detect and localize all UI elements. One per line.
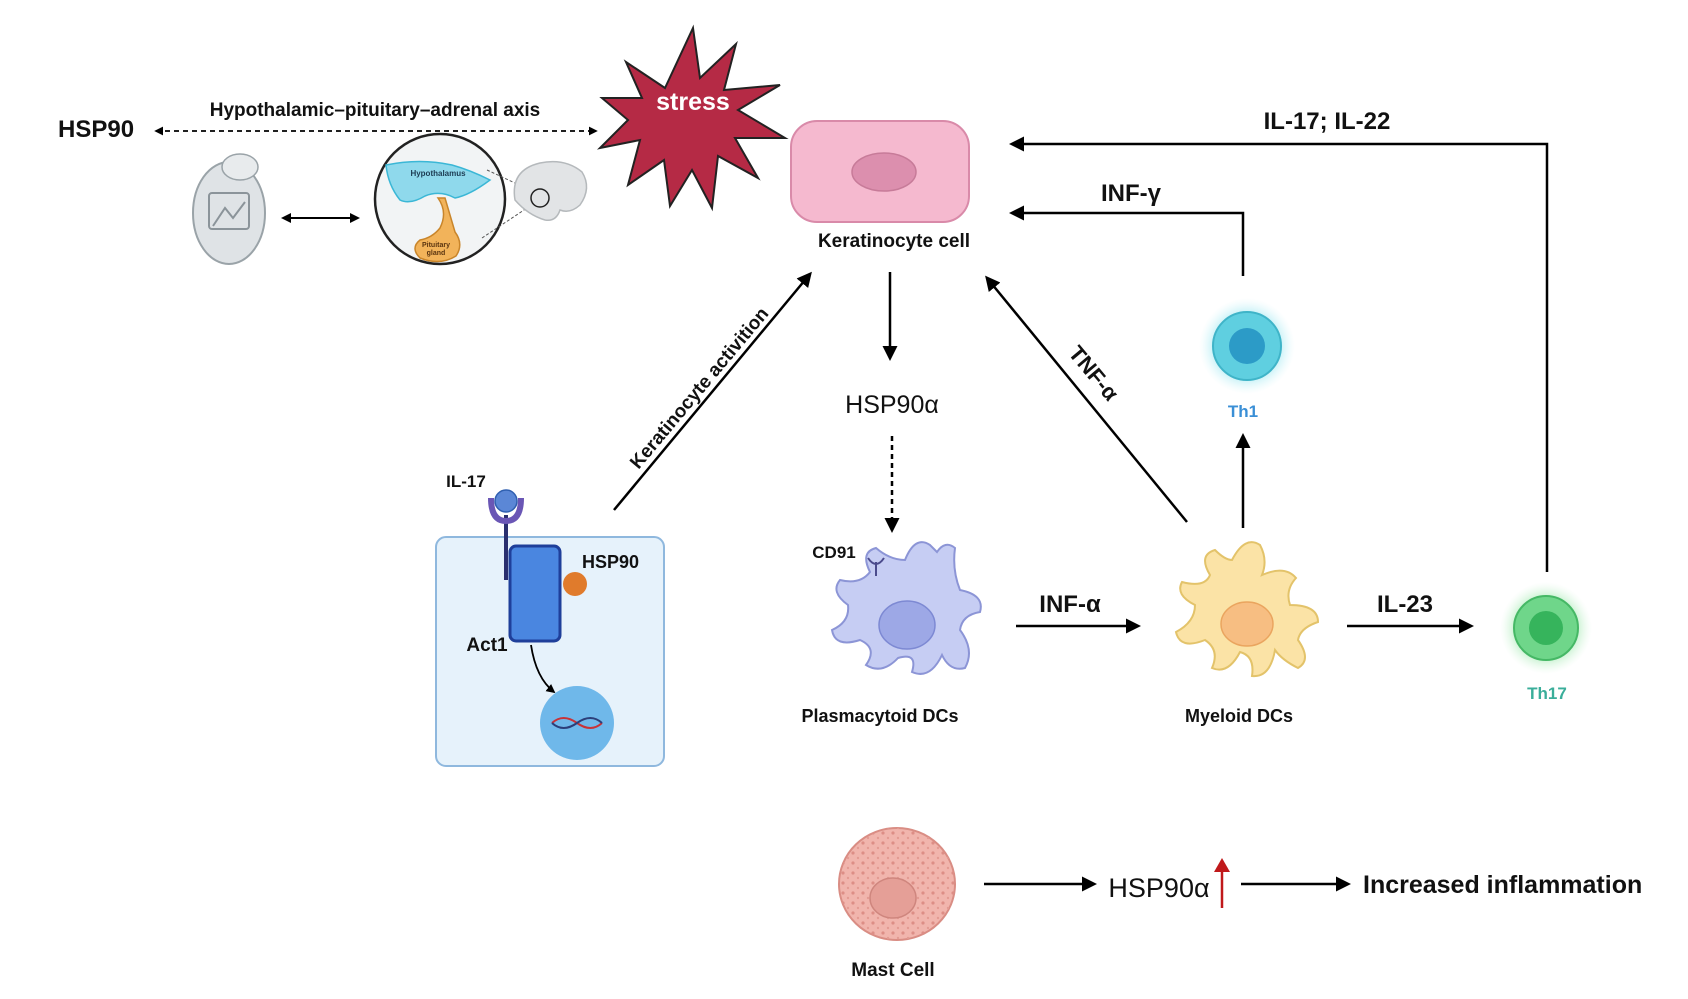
- hypothalamus-label: Hypothalamus: [410, 169, 466, 178]
- inf-gamma-label: INF-γ: [1101, 180, 1162, 207]
- inf-gamma-arrow: [1009, 205, 1245, 276]
- brain-icon: [513, 160, 588, 222]
- hsp90-left-label: HSP90: [58, 116, 134, 143]
- pituitary-label-2: gland: [427, 250, 446, 257]
- il17-il22-arrow: [1009, 136, 1549, 572]
- il17-label: IL-17: [446, 472, 486, 491]
- keratinocyte-activation-arrow: [613, 271, 812, 511]
- pituitary-label-1: Pituitary: [422, 242, 450, 249]
- stress-burst-icon: stress: [596, 24, 789, 212]
- myeloid-dcs-label: Myeloid DCs: [1185, 706, 1293, 726]
- adrenal-gland-icon: [192, 153, 266, 265]
- hypothalamus-pituitary-icon: Hypothalamus Pituitary gland: [373, 132, 531, 266]
- plasmacytoid-dc-cell: [830, 541, 982, 675]
- mast-cell-label: Mast Cell: [851, 960, 934, 981]
- plasmacytoid-dcs-label: Plasmacytoid DCs: [801, 706, 958, 726]
- hpa-axis-label: Hypothalamic–pituitary–adrenal axis: [210, 100, 541, 121]
- th17-cell: [1500, 582, 1592, 674]
- mast-cell: [838, 827, 956, 941]
- keratinocyte-cell: [790, 120, 970, 223]
- th17-label: Th17: [1527, 684, 1567, 703]
- upregulation-arrowhead-icon: [1214, 858, 1230, 872]
- hsp90a-mid-label: HSP90α: [845, 391, 939, 419]
- hsp90a-bottom-label: HSP90α: [1108, 873, 1209, 903]
- hsp90-inner-label: HSP90: [582, 552, 639, 572]
- th1-cell: [1199, 298, 1295, 394]
- tnf-alpha-arrow: [985, 275, 1188, 523]
- act1-label: Act1: [466, 635, 508, 656]
- il23-label: IL-23: [1377, 591, 1433, 618]
- il17-il22-label: IL-17; IL-22: [1264, 108, 1391, 135]
- keratinocyte-cell-label: Keratinocyte cell: [818, 231, 970, 252]
- myeloid-dc-cell: [1174, 541, 1320, 678]
- keratinocyte-signaling-box: [435, 489, 665, 767]
- stress-label: stress: [656, 88, 730, 116]
- cd91-label: CD91: [812, 543, 855, 562]
- tnf-alpha-label: TNF-α: [1064, 341, 1124, 406]
- increased-inflammation-label: Increased inflammation: [1363, 871, 1642, 899]
- keratinocyte-activation-label: Keratinocyte activition: [626, 304, 773, 474]
- th1-label: Th1: [1228, 402, 1258, 421]
- inf-alpha-label: INF-α: [1039, 591, 1101, 618]
